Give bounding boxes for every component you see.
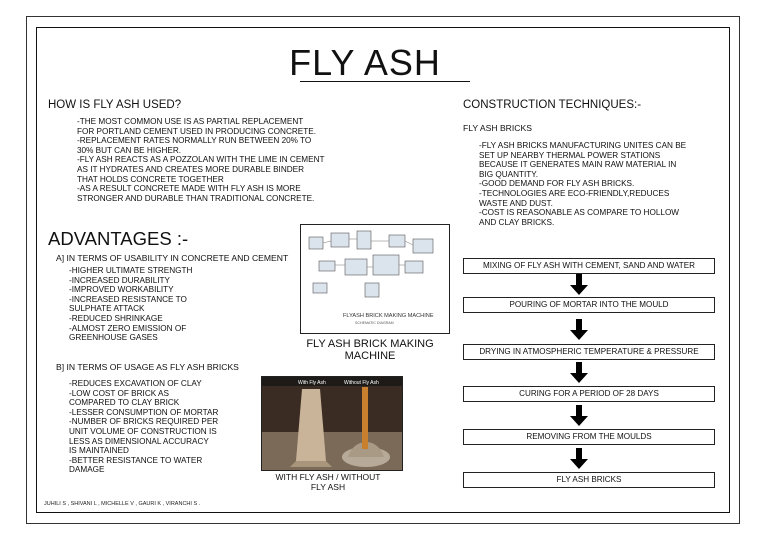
page-title: FLY ASH — [289, 42, 441, 83]
construction-line: SET UP NEARBY THERMAL POWER STATIONS — [479, 150, 661, 160]
photo-caption: WITH FLY ASH / WITHOUT FLY ASH — [262, 472, 394, 492]
process-step-removing: REMOVING FROM THE MOULDS — [463, 429, 715, 445]
advantages-concrete-list: -HIGHER ULTIMATE STRENGTH -INCREASED DUR… — [69, 266, 192, 343]
down-arrow-icon — [570, 362, 588, 383]
advantage-item: -BETTER RESISTANCE TO WATER — [69, 455, 203, 465]
advantage-item: UNIT VOLUME OF CONSTRUCTION IS — [69, 426, 217, 436]
advantage-item: GREENHOUSE GASES — [69, 333, 158, 343]
advantage-item: -IMPROVED WORKABILITY — [69, 285, 174, 295]
uses-line: -AS A RESULT CONCRETE MADE WITH FLY ASH … — [77, 184, 301, 194]
construction-line: WASTE AND DUST. — [479, 198, 553, 208]
process-step-drying: DRYING IN ATMOSPHERIC TEMPERATURE & PRES… — [463, 344, 715, 360]
advantage-item: DAMAGE — [69, 465, 105, 475]
advantages-concrete-heading: A] IN TERMS OF USABILITY IN CONCRETE AND… — [56, 253, 289, 263]
machine-caption-line: FLY ASH BRICK MAKING — [306, 338, 434, 350]
construction-text: -FLY ASH BRICKS MANUFACTURING UNITES CAN… — [479, 141, 686, 227]
brick-machine-image: FLYASH BRICK MAKING MACHINE SCHEMATIC DI… — [300, 224, 450, 334]
process-step-mixing: MIXING OF FLY ASH WITH CEMENT, SAND AND … — [463, 258, 715, 274]
photo-caption-line: FLY ASH — [310, 482, 346, 492]
down-arrow-icon — [570, 274, 588, 295]
drawing-subtitle: SCHEMATIC DIAGRAM — [355, 321, 394, 325]
advantages-bricks-heading: B] IN TERMS OF USAGE AS FLY ASH BRICKS — [56, 362, 239, 372]
process-step-pouring: POURING OF MORTAR INTO THE MOULD — [463, 297, 715, 313]
down-arrow-icon — [570, 319, 588, 340]
machine-caption: FLY ASH BRICK MAKING MACHINE — [290, 338, 450, 362]
advantage-item: LESS AS DIMENSIONAL ACCURACY — [69, 436, 209, 446]
outer-border — [26, 16, 740, 524]
photo-caption-line: WITH FLY ASH / WITHOUT — [275, 472, 381, 482]
construction-subheading: FLY ASH BRICKS — [463, 123, 532, 133]
machine-caption-line: MACHINE — [344, 350, 396, 362]
uses-line: THAT HOLDS CONCRETE TOGETHER — [77, 174, 224, 184]
construction-line: AND CLAY BRICKS. — [479, 217, 555, 227]
authors-footer: JUHILI S , SHIVANI L , MICHELLE V , GAUR… — [44, 501, 201, 507]
advantages-heading: ADVANTAGES :- — [48, 228, 189, 249]
fly-ash-comparison-photo: With Fly Ash Without Fly Ash — [261, 376, 403, 471]
drawing-title: FLYASH BRICK MAKING MACHINE — [343, 313, 434, 319]
construction-line: -FLY ASH BRICKS MANUFACTURING UNITES CAN… — [479, 141, 687, 150]
uses-text: -THE MOST COMMON USE IS AS PARTIAL REPLA… — [77, 117, 325, 203]
construction-line: BECAUSE IT GENERATES MAIN RAW MATERIAL I… — [479, 160, 677, 170]
advantage-item: -INCREASED DURABILITY — [69, 275, 170, 285]
photo-label-left: With Fly Ash — [298, 380, 326, 386]
advantage-item: -REDUCES EXCAVATION OF CLAY — [69, 379, 202, 388]
advantage-item: IS MAINTAINED — [69, 446, 129, 456]
advantage-item: -HIGHER ULTIMATE STRENGTH — [69, 266, 193, 275]
process-step-result: FLY ASH BRICKS — [463, 472, 715, 488]
down-arrow-icon — [570, 405, 588, 426]
advantage-item: -LESSER CONSUMPTION OF MORTAR — [69, 407, 219, 417]
advantage-item: -NUMBER OF BRICKS REQUIRED PER — [69, 417, 219, 427]
uses-heading: HOW IS FLY ASH USED? — [48, 99, 182, 111]
brick-machine-drawing: FLYASH BRICK MAKING MACHINE SCHEMATIC DI… — [308, 230, 434, 325]
advantage-item: SULPHATE ATTACK — [69, 304, 145, 314]
uses-line: -REPLACEMENT RATES NORMALLY RUN BETWEEN … — [77, 136, 312, 146]
photo-label-right: Without Fly Ash — [344, 380, 379, 386]
title-underline — [300, 81, 470, 82]
uses-line: FOR PORTLAND CEMENT USED IN PRODUCING CO… — [77, 126, 316, 136]
inner-border — [36, 27, 730, 513]
advantage-item: -LOW COST OF BRICK AS — [69, 388, 169, 398]
advantage-item: COMPARED TO CLAY BRICK — [69, 398, 180, 408]
uses-line: -FLY ASH REACTS AS A POZZOLAN WITH THE L… — [77, 155, 325, 165]
construction-heading: CONSTRUCTION TECHNIQUES:- — [463, 99, 642, 111]
uses-line: -THE MOST COMMON USE IS AS PARTIAL REPLA… — [77, 117, 304, 126]
uses-line: AS IT HYDRATES AND CREATES MORE DURABLE … — [77, 164, 305, 174]
construction-line: -GOOD DEMAND FOR FLY ASH BRICKS. — [479, 179, 635, 189]
construction-line: -COST IS REASONABLE AS COMPARE TO HOLLOW — [479, 208, 680, 218]
advantages-bricks-list: -REDUCES EXCAVATION OF CLAY -LOW COST OF… — [69, 379, 218, 475]
uses-line: STRONGER AND DURABLE THAN TRADITIONAL CO… — [77, 193, 315, 203]
process-step-curing: CURING FOR A PERIOD OF 28 DAYS — [463, 386, 715, 402]
advantage-item: -REDUCED SHRINKAGE — [69, 313, 163, 323]
uses-line: 30% BUT CAN BE HIGHER. — [77, 145, 182, 155]
comparison-photo-drawing: With Fly Ash Without Fly Ash — [262, 377, 402, 470]
construction-line: -TECHNOLOGIES ARE ECO-FRIENDLY,REDUCES — [479, 188, 670, 198]
advantage-item: -INCREASED RESISTANCE TO — [69, 294, 187, 304]
construction-line: BIG QUANTITY. — [479, 169, 538, 179]
advantage-item: -ALMOST ZERO EMISSION OF — [69, 323, 187, 333]
down-arrow-icon — [570, 448, 588, 469]
